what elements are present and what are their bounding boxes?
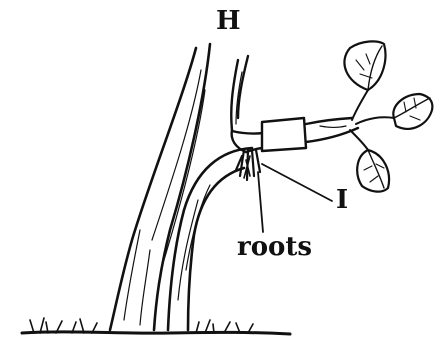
wrapped-section <box>262 118 306 151</box>
label-h: H <box>216 8 241 34</box>
leaf-top <box>344 41 385 90</box>
pointer-roots <box>258 172 263 232</box>
leaf-right <box>393 94 432 129</box>
roots-cluster <box>236 150 260 180</box>
label-i: I <box>336 187 348 213</box>
main-trunk <box>110 44 210 330</box>
leafy-branch <box>306 90 394 150</box>
leaf-bottom <box>357 150 389 192</box>
pointer-i <box>262 164 332 201</box>
label-roots: roots <box>237 234 312 260</box>
branch-stem <box>231 56 248 130</box>
